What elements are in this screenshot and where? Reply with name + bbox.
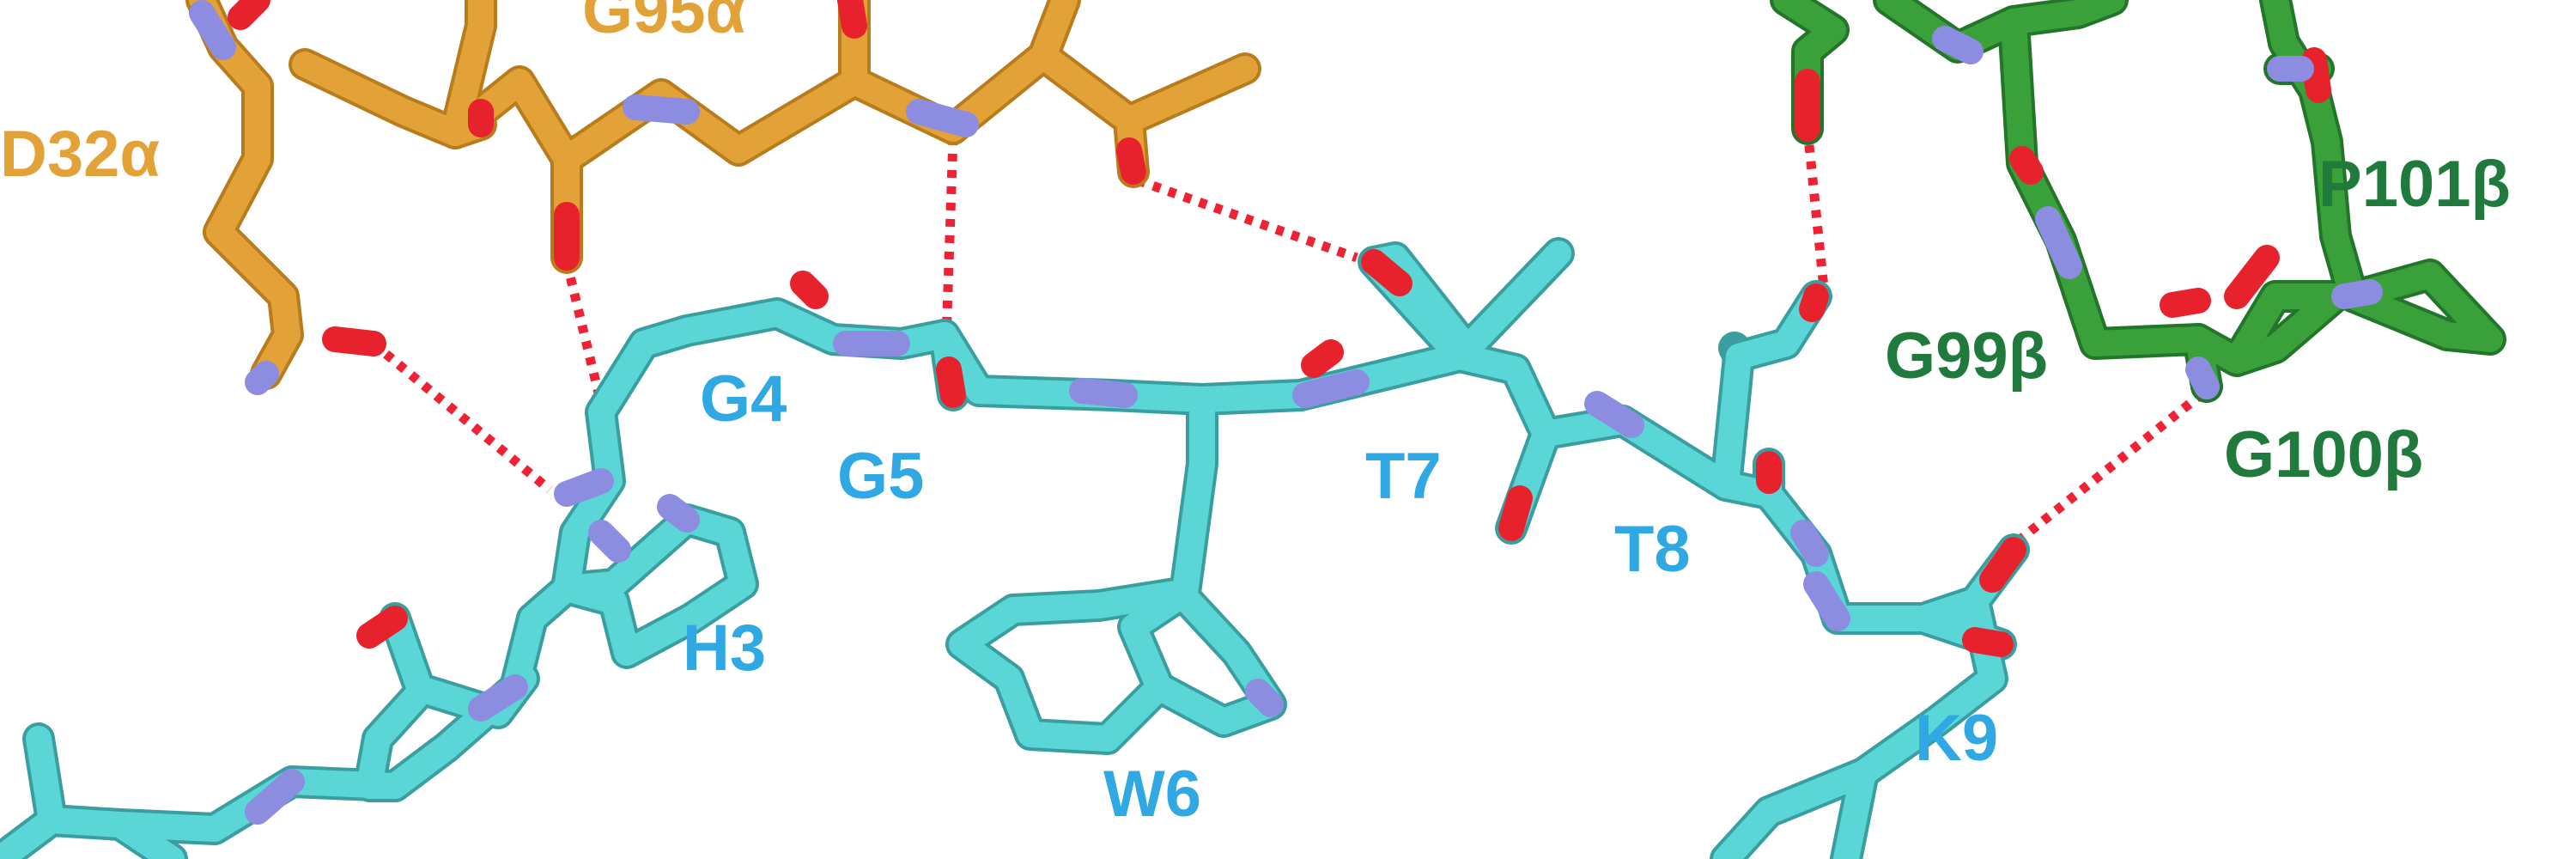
peptide-sticks <box>0 237 2030 859</box>
hbond-d32-h3 <box>370 339 553 494</box>
label-d32-alpha: D32α <box>0 118 160 191</box>
label-g95-alpha: G95α <box>582 0 745 47</box>
hbond-g99-t8 <box>1802 128 1830 297</box>
label-g99-beta: G99β <box>1885 320 2048 393</box>
label-h3: H3 <box>683 612 766 685</box>
label-w6: W6 <box>1103 758 1201 831</box>
label-p101-beta: P101β <box>2318 148 2511 221</box>
label-t8: T8 <box>1614 513 1691 586</box>
label-k9: K9 <box>1915 702 1998 775</box>
chain-beta-sticks <box>1770 0 2506 403</box>
hbond-g95o-t7 <box>1136 175 1358 263</box>
label-g100-beta: G100β <box>2224 418 2423 491</box>
hydrogen-bonds <box>370 128 2215 545</box>
chain-alpha-sticks <box>185 0 1261 395</box>
label-g5: G5 <box>837 440 924 513</box>
residue-labels: D32α G95α G4 G5 H3 W6 T7 T8 K9 G99β G100… <box>0 0 2511 831</box>
label-g4: G4 <box>700 362 787 436</box>
hbond-g95o-h3 <box>562 260 606 405</box>
hbond-g100-k9 <box>2014 382 2215 545</box>
label-t7: T7 <box>1365 440 1442 513</box>
